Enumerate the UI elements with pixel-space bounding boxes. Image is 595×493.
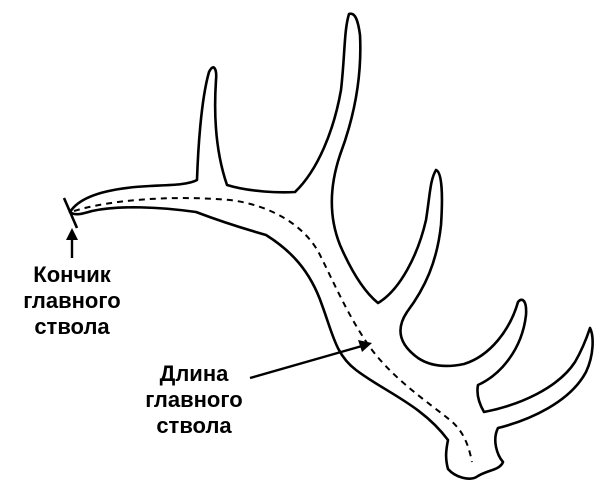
length-label-line-3: ствола [124, 413, 264, 439]
tip-label-line-3: ствола [2, 314, 142, 340]
tip-label: Кончик главного ствола [2, 262, 142, 340]
length-label: Длина главного ствола [124, 361, 264, 439]
tip-label-line-2: главного [2, 288, 142, 314]
length-label-line-1: Длина [124, 361, 264, 387]
tip-arrow [66, 228, 78, 258]
length-label-line-2: главного [124, 387, 264, 413]
tip-label-line-1: Кончик [2, 262, 142, 288]
